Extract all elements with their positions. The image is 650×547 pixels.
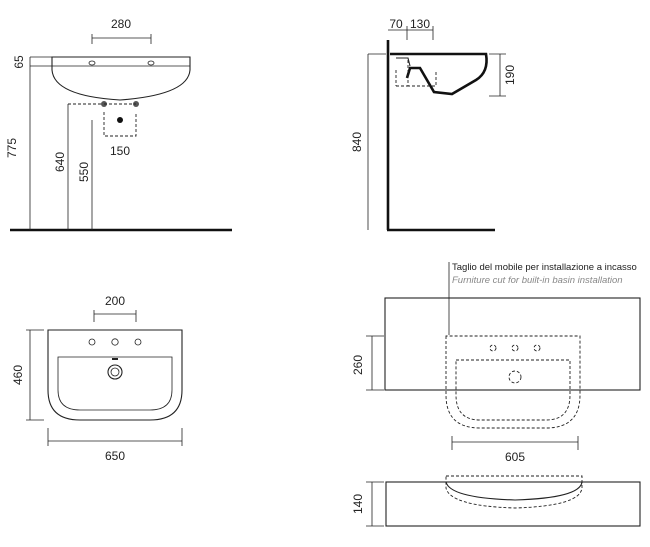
front-dim-rim-height: 775 <box>5 138 19 158</box>
front-basin-outline <box>51 56 191 101</box>
top-tap-hole-right <box>134 338 142 346</box>
cabinet-drain <box>508 370 522 384</box>
section-view: 140 <box>351 475 641 527</box>
side-dim-bowl-height: 190 <box>503 65 517 85</box>
cabinet-cut-outline <box>445 335 581 429</box>
top-dim-depth: 460 <box>11 365 25 385</box>
cabinet-view: Taglio del mobile per installazione a in… <box>351 262 641 464</box>
cabinet-bowl-outline <box>455 359 571 421</box>
top-view: 200 460 650 <box>11 294 183 463</box>
cabinet-dim-depth: 260 <box>351 355 365 375</box>
front-dim-hole-spacing: 280 <box>111 17 131 31</box>
front-drain-box <box>103 112 137 137</box>
front-tap-hole-left <box>88 60 96 66</box>
cabinet-tap-hole-right <box>533 344 541 352</box>
front-view: 280 65 775 640 550 150 <box>5 17 232 232</box>
cabinet-note-it: Taglio del mobile per installazione a in… <box>452 262 637 273</box>
section-basin-hidden <box>445 475 583 509</box>
side-basin-profile <box>390 52 488 96</box>
section-basin-visible <box>445 481 583 501</box>
cabinet-top-rect <box>384 297 641 391</box>
top-tap-hole-left <box>88 338 96 346</box>
top-tap-hole-center <box>111 338 119 346</box>
section-dim-thickness: 140 <box>351 494 365 514</box>
top-dim-width: 650 <box>105 449 125 463</box>
cabinet-note-en: Furniture cut for built-in basin install… <box>452 275 623 286</box>
side-hidden-bowl <box>407 60 437 87</box>
top-drain <box>107 364 123 380</box>
front-dim-drain-height: 550 <box>77 162 91 182</box>
side-dim-wall-gap: 70 <box>389 17 403 31</box>
side-dim-total-height: 840 <box>350 132 364 152</box>
cabinet-dim-cut-width: 605 <box>505 450 525 464</box>
section-counter-rect <box>385 481 641 527</box>
side-dim-depth-top: 130 <box>410 17 430 31</box>
top-basin-outline <box>47 329 183 421</box>
cabinet-tap-hole-left <box>489 344 497 352</box>
side-view: 70 130 190 840 <box>350 17 517 232</box>
cabinet-tap-hole-center <box>511 344 519 352</box>
front-dim-rim: 65 <box>12 55 26 69</box>
front-dim-drain-width: 150 <box>110 144 130 158</box>
top-basin-bowl <box>57 356 173 411</box>
front-drain-outlet <box>117 117 123 123</box>
front-tap-hole-right <box>147 60 155 66</box>
front-dim-inlet-height: 640 <box>53 152 67 172</box>
top-dim-hole-spacing: 200 <box>105 294 125 308</box>
